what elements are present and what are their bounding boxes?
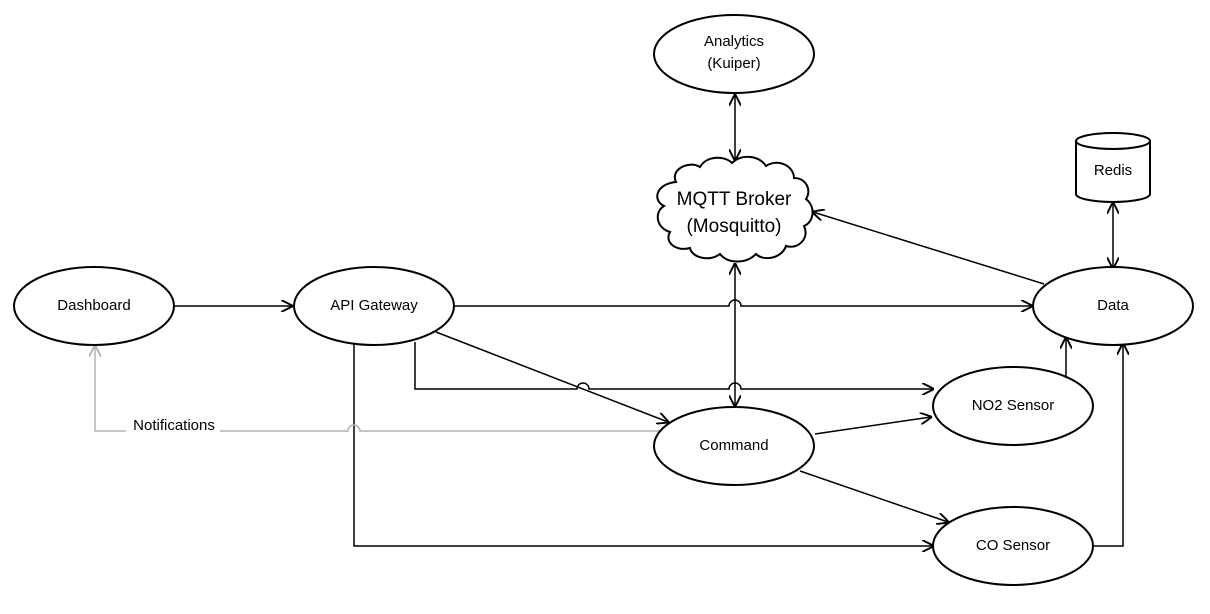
command-label: Command	[699, 437, 768, 454]
node-no2-sensor: NO2 Sensor	[932, 366, 1094, 446]
edge-api-gateway-to-command	[435, 331, 668, 422]
mqtt-label-line1: MQTT Broker	[677, 189, 792, 210]
database-icon	[1075, 141, 1151, 203]
notifications-label: Notifications	[133, 417, 215, 434]
redis-label: Redis	[1094, 162, 1132, 179]
node-analytics: Analytics (Kuiper)	[653, 14, 815, 94]
node-dashboard: Dashboard	[13, 266, 175, 346]
no2-sensor-label: NO2 Sensor	[972, 397, 1055, 414]
edge-api-gateway-to-data	[454, 299, 1032, 306]
co-sensor-label: CO Sensor	[976, 537, 1050, 554]
edges: Notifications	[95, 95, 1123, 546]
cloud-icon	[656, 155, 814, 263]
notifications-label-bg	[126, 417, 220, 435]
node-mqtt-broker: MQTT Broker (Mosquitto)	[656, 155, 814, 263]
node-command: Command	[653, 406, 815, 486]
nodes: Analytics (Kuiper) MQTT Broker (Mosquitt…	[13, 14, 1194, 586]
edge-command-to-no2-sensor	[814, 417, 931, 435]
edge-data-to-mqtt	[813, 212, 1045, 285]
mqtt-label-line2: (Mosquitto)	[686, 216, 781, 237]
edge-api-gateway-to-co-sensor	[353, 344, 933, 546]
node-redis: Redis	[1075, 132, 1151, 203]
dashboard-label: Dashboard	[57, 297, 130, 314]
edge-api-gateway-to-no2-sensor	[414, 342, 933, 389]
node-data: Data	[1032, 266, 1194, 346]
analytics-label-line1: Analytics	[704, 33, 764, 50]
node-api-gateway: API Gateway	[293, 266, 455, 346]
node-co-sensor: CO Sensor	[932, 506, 1094, 586]
data-label: Data	[1097, 297, 1129, 314]
api-gateway-label: API Gateway	[330, 297, 418, 314]
analytics-label-line2: (Kuiper)	[707, 55, 760, 72]
edge-command-to-co-sensor	[799, 470, 948, 522]
edge-co-sensor-to-data	[1094, 344, 1123, 547]
edge-notifications	[95, 346, 666, 432]
